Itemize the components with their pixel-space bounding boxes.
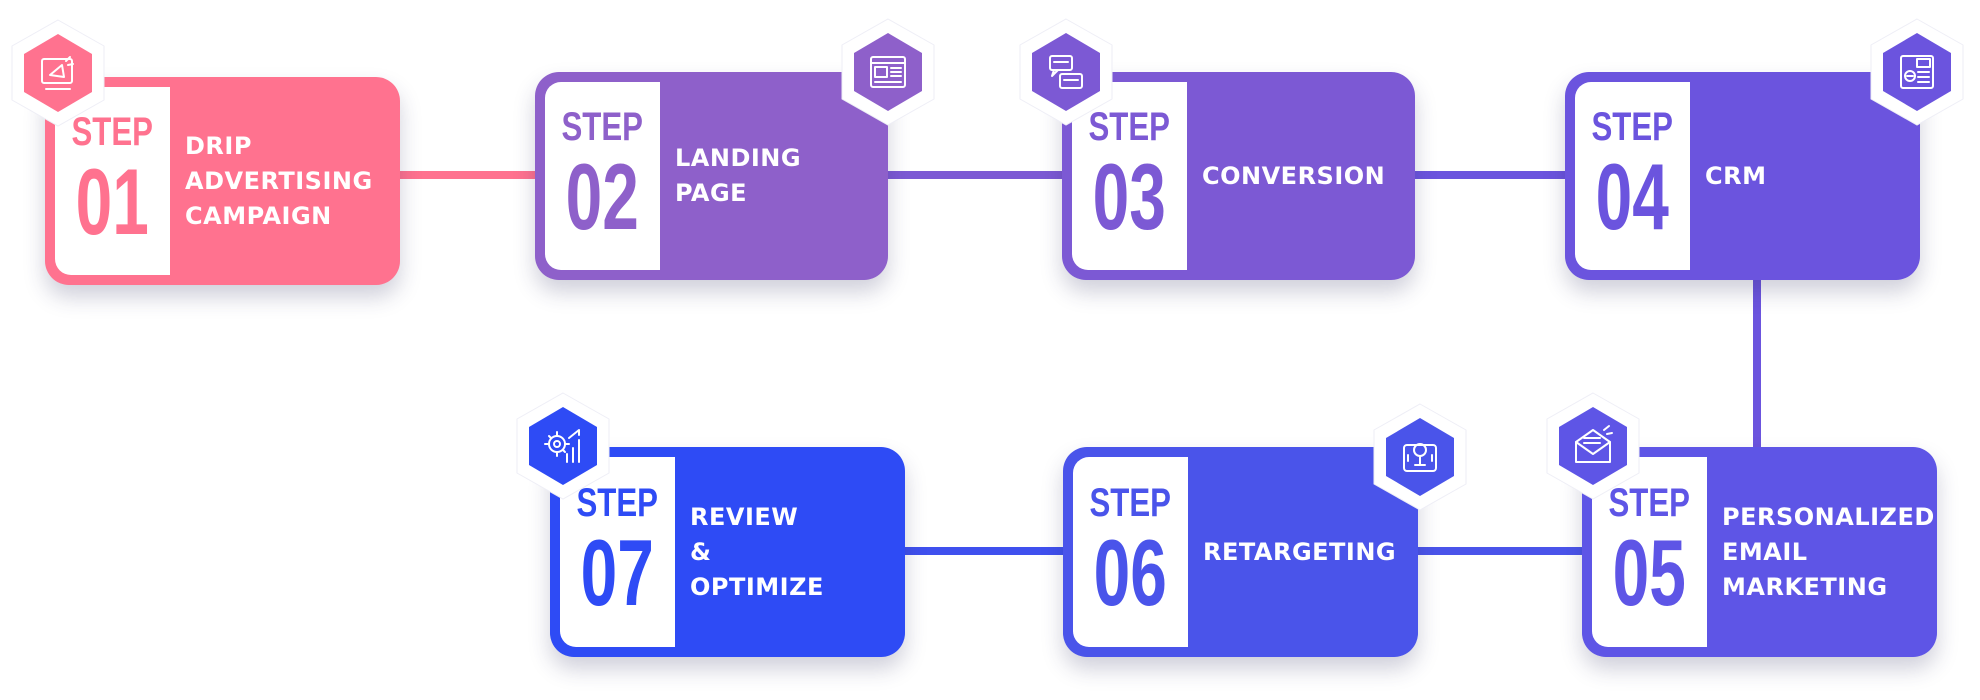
step-label: STEP [71,110,154,154]
step-number-box: STEP 07 [560,457,675,647]
connector-01-02 [400,171,535,179]
optimize-icon [513,391,613,501]
step-number: 02 [565,144,640,249]
conversion-icon [1016,17,1116,127]
step-number: 04 [1595,144,1670,249]
step-title: CRM [1705,161,1767,190]
step-card-02: STEP 02 LANDING PAGE [535,72,888,280]
step-label: STEP [576,481,659,525]
email-icon [1543,391,1643,501]
connector-04-05 [1753,280,1761,450]
step-card-01: STEP 01 DRIP ADVERTISING CAMPAIGN [45,77,400,285]
landing-page-icon [838,17,938,127]
step-number-box: STEP 02 [545,82,660,270]
connector-06-07 [905,547,1065,555]
step-label: STEP [1088,105,1171,149]
step-card-06: STEP 06 RETARGETING [1063,447,1418,657]
step-title: DRIP ADVERTISING CAMPAIGN [185,131,373,230]
step-number: 05 [1612,520,1687,625]
connector-05-06 [1415,547,1585,555]
step-title: RETARGETING [1203,537,1397,566]
step-title: CONVERSION [1202,161,1386,190]
step-number: 07 [580,520,655,625]
step-card-03: STEP 03 CONVERSION [1062,72,1415,280]
step-card-07: STEP 07 REVIEW & OPTIMIZE [550,447,905,657]
crm-icon [1867,17,1967,127]
step-title: REVIEW & OPTIMIZE [690,502,824,601]
step-label: STEP [1089,481,1172,525]
step-label: STEP [1608,481,1691,525]
step-title: PERSONALIZED EMAIL MARKETING [1722,502,1935,601]
step-title: LANDING PAGE [675,144,802,207]
step-number-box: STEP 03 [1072,82,1187,270]
step-number-box: STEP 01 [55,87,170,275]
connector-03-04 [1410,171,1570,179]
retargeting-icon [1370,402,1470,512]
step-number: 03 [1092,144,1167,249]
step-number-box: STEP 04 [1575,82,1690,270]
step-card-04: STEP 04 CRM [1565,72,1920,280]
step-number: 06 [1093,520,1168,625]
step-number: 01 [75,149,150,254]
step-number-box: STEP 06 [1073,457,1188,647]
step-label: STEP [561,105,644,149]
step-card-05: STEP 05 PERSONALIZED EMAIL MARKETING [1582,447,1937,657]
megaphone-icon [8,18,108,128]
connector-02-03 [885,171,1065,179]
step-label: STEP [1591,105,1674,149]
